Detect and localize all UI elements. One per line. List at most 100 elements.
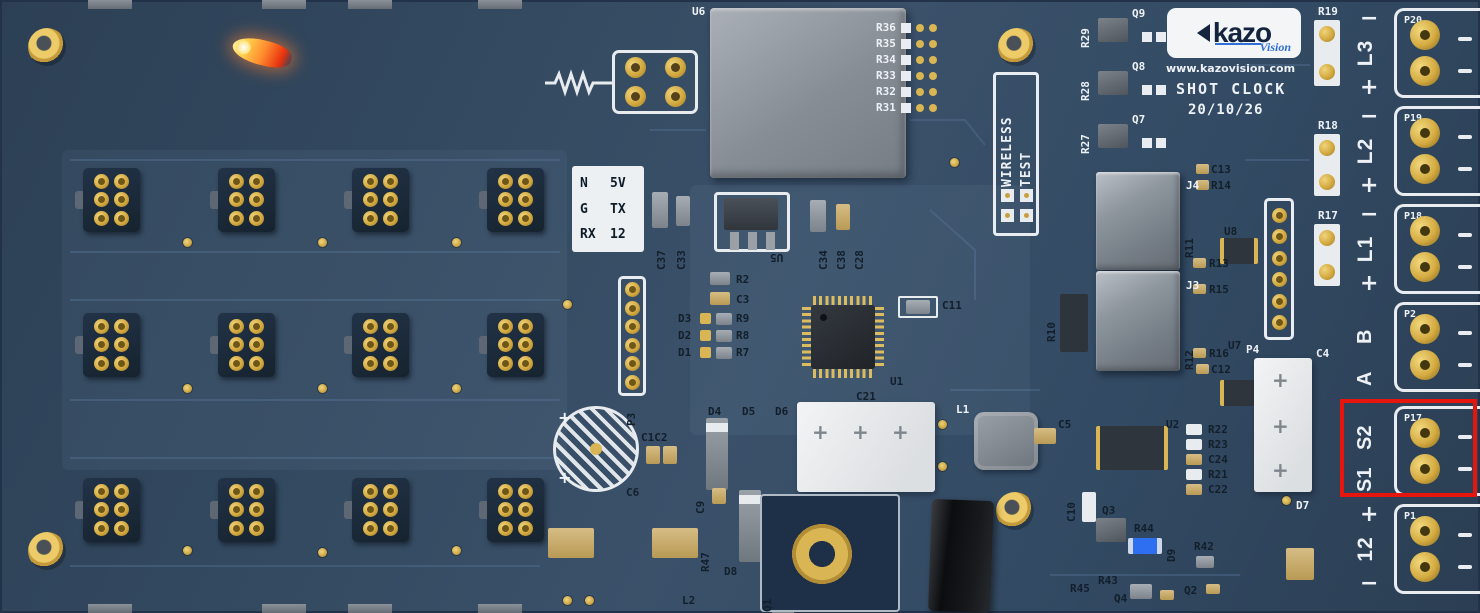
buzzer-c6 xyxy=(553,406,639,492)
signal-l1: L1 xyxy=(1354,235,1377,263)
label-c5: C5 xyxy=(1058,418,1072,431)
pad xyxy=(113,521,129,537)
ic-u7 xyxy=(1220,380,1258,406)
relay-j4 xyxy=(1096,172,1180,270)
resistor-row: R34 xyxy=(876,54,937,65)
pad xyxy=(382,192,398,208)
label-c10: C10 xyxy=(1065,502,1078,522)
pin-header-block xyxy=(479,478,544,542)
port-label: P2 xyxy=(1404,309,1417,320)
pad xyxy=(1410,350,1440,380)
label-r23: R23 xyxy=(1208,438,1228,451)
pad xyxy=(1458,135,1472,139)
pad xyxy=(1458,167,1472,171)
pad xyxy=(1196,164,1209,174)
pad xyxy=(1458,467,1472,471)
pad xyxy=(1410,552,1440,582)
pad xyxy=(382,502,398,518)
pad xyxy=(498,337,514,353)
label-r47: R47 xyxy=(699,552,712,572)
pad xyxy=(517,211,533,227)
serial-cell: N xyxy=(580,176,588,192)
pad xyxy=(94,521,110,537)
pin-header-block xyxy=(210,168,275,232)
pad xyxy=(1142,85,1152,95)
pad xyxy=(1271,293,1287,309)
label-c33: C33 xyxy=(675,250,688,270)
pad xyxy=(1142,32,1152,42)
pad xyxy=(915,39,924,48)
label-u8: U8 xyxy=(1224,225,1238,238)
resistor-module-r17 xyxy=(1314,224,1340,286)
pin-header-block xyxy=(479,168,544,232)
pad xyxy=(1156,138,1166,148)
pad xyxy=(248,192,264,208)
pad xyxy=(900,54,911,65)
pad xyxy=(229,173,245,189)
relay-j3 xyxy=(1096,271,1180,371)
pin-header-block xyxy=(344,478,409,542)
pad xyxy=(1319,174,1335,190)
label-r17: R17 xyxy=(1318,209,1338,222)
polarity-mark: + xyxy=(558,408,572,427)
brand-url: www.kazovision.com xyxy=(1166,62,1296,75)
label-d7: D7 xyxy=(1296,499,1310,512)
pad xyxy=(229,356,245,372)
power-transformer xyxy=(760,494,900,612)
smd-capacitor xyxy=(676,196,690,226)
capacitor xyxy=(1286,548,1314,580)
label-u2: U2 xyxy=(1166,418,1180,431)
label-u5: U5 xyxy=(770,251,784,264)
pad xyxy=(113,356,129,372)
pad xyxy=(900,102,911,113)
label-d1: D1 xyxy=(678,346,692,359)
pad xyxy=(1458,331,1472,335)
pad xyxy=(928,71,937,80)
smd-capacitor xyxy=(663,446,677,464)
pad xyxy=(382,521,398,537)
pad xyxy=(1410,516,1440,546)
pad xyxy=(730,232,739,250)
pin-header-block xyxy=(75,313,140,377)
pad xyxy=(1020,189,1033,202)
pad xyxy=(1458,265,1472,269)
label-c1c2: C1C2 xyxy=(641,431,668,444)
polarity-mark: + xyxy=(812,420,829,444)
edge-tab xyxy=(262,604,306,613)
smd-component xyxy=(1130,584,1152,599)
label-c4: C4 xyxy=(1316,347,1330,360)
pad xyxy=(915,103,924,112)
pad xyxy=(700,330,711,341)
red-highlight-box xyxy=(1340,399,1477,497)
blue-led-d9 xyxy=(1128,538,1162,554)
label-r22: R22 xyxy=(1208,423,1228,436)
smd-resistor xyxy=(1186,439,1202,450)
label-c6: C6 xyxy=(626,486,640,499)
pad xyxy=(900,86,911,97)
connector-p18: − L1 + P18 xyxy=(1342,202,1480,296)
pad xyxy=(229,337,245,353)
label-r2: R2 xyxy=(736,273,750,286)
pad xyxy=(94,337,110,353)
pad xyxy=(1196,180,1209,190)
label-r7: R7 xyxy=(736,346,750,359)
label-r34: R34 xyxy=(876,53,896,66)
plus-mark: + xyxy=(1360,173,1379,198)
pin-header-block xyxy=(210,478,275,542)
pin-header-block xyxy=(210,313,275,377)
pad xyxy=(664,86,686,107)
pad xyxy=(624,319,640,335)
pad xyxy=(1020,209,1033,222)
pad xyxy=(1319,140,1335,156)
pad xyxy=(1410,154,1440,184)
plus-mark: + xyxy=(1360,502,1379,527)
label-c13: C13 xyxy=(1211,163,1231,176)
pin-header-block xyxy=(344,313,409,377)
pad xyxy=(1410,20,1440,50)
pad xyxy=(915,71,924,80)
label-j3: J3 xyxy=(1186,279,1200,292)
pad xyxy=(498,173,514,189)
pin-header-block xyxy=(344,168,409,232)
label-r27: R27 xyxy=(1079,134,1092,154)
serial-cell: TX xyxy=(610,201,626,217)
